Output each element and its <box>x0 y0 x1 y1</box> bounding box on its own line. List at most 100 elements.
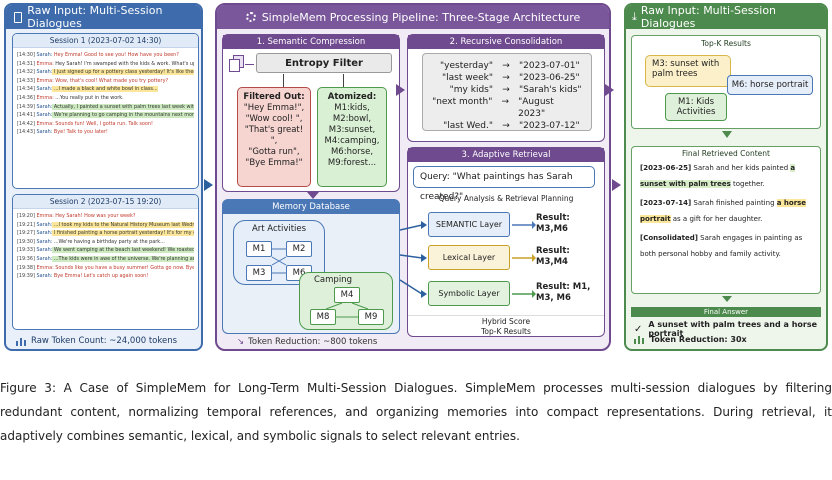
topk-results-box: Top-K Results M3: sunset with palm trees… <box>631 35 821 129</box>
raw-token-count-label: Raw Token Count: ~24,000 tokens <box>31 336 178 346</box>
pipeline-title: SimpleMem Processing Pipeline: Three-Sta… <box>261 10 581 24</box>
consolidation-to: "2023-06-25" <box>519 73 580 83</box>
retrieved-item-text: Sarah finished painting <box>691 199 777 207</box>
consolidation-row: "next month"→"August 2023" <box>431 96 583 120</box>
line-speaker: Sarah: <box>36 103 53 110</box>
line-text: ...I took my kids to the Natural History… <box>52 221 194 228</box>
consolidation-to: "Sarah's kids" <box>519 85 582 95</box>
dialogue-line: [14:33] Emma: Wow, that's cool! What mad… <box>17 77 194 86</box>
line-speaker: Emma: <box>36 60 54 67</box>
line-text: Actually, I painted a sunset with palm t… <box>52 103 194 110</box>
session-1-lines: [14:30] Sarah: Hey Emma! Good to see you… <box>13 48 198 140</box>
line-text: Bye Emma! Let's catch up again soon! <box>52 273 149 280</box>
camping-cluster-edges <box>325 302 369 318</box>
atomized-item: M6:horse, <box>330 147 374 157</box>
consolidation-arrow: → <box>502 121 510 131</box>
left-panel-title: Raw Input: Multi-Session Dialogues <box>27 4 163 30</box>
line-timestamp: [14:33] <box>17 77 37 84</box>
line-timestamp: [14:34] <box>17 86 37 93</box>
symbolic-result-label: Result: M1, <box>536 282 591 292</box>
retrieved-item-text: Sarah engages in painting as both person… <box>640 234 803 258</box>
right-panel: ⤓ Raw Input: Multi-Session Dialogues Top… <box>624 3 828 351</box>
consolidation-row: "my kids"→"Sarah's kids" <box>431 84 583 96</box>
line-timestamp: [14:41] <box>17 112 37 119</box>
filtered-out-list: "Hey Emma!","Wow cool! ","That's great! … <box>241 103 307 169</box>
consolidation-from: "yesterday" <box>440 61 493 71</box>
hybrid-score-label: Hybrid Score <box>408 315 604 326</box>
line-timestamp: [19:20] <box>17 213 37 219</box>
line-text: ...You really put in the work. <box>53 94 124 101</box>
filtered-item: "Gotta run", <box>248 147 300 157</box>
token-reduction-right: Token Reduction: 30x <box>634 335 824 344</box>
line-timestamp: [14:42] <box>17 120 37 127</box>
pipeline-panel: SimpleMem Processing Pipeline: Three-Sta… <box>215 3 614 351</box>
trend-down-icon: ↘ <box>237 337 245 347</box>
token-reduction-mid-label: Token Reduction: ~800 tokens <box>248 337 378 347</box>
lexical-layer: Lexical Layer <box>428 245 510 270</box>
recursive-consolidation-title: 2. Recursive Consolidation <box>408 35 604 49</box>
line-timestamp: [14:36] <box>17 94 37 101</box>
line-text: I finished painting a horse portrait yes… <box>52 230 194 237</box>
consolidation-row: "last week"→"2023-06-25" <box>431 72 583 84</box>
dialogue-line: [19:38] Emma: Sounds like you have a bus… <box>17 264 194 273</box>
dialogue-line: [19:30] Sarah: ...We're having a birthda… <box>17 238 194 247</box>
line-timestamp: [19:30] <box>17 238 37 245</box>
retrieved-item-text-end: as a gift for her daughter. <box>670 215 763 223</box>
semantic-layer: SEMANTIC Layer <box>428 212 510 237</box>
download-icon: ⤓ <box>632 10 637 23</box>
adaptive-retrieval-box: 3. Adaptive Retrieval Query: "What paint… <box>407 147 605 337</box>
arrow-consolidation-right <box>605 84 614 96</box>
atomized-title: Atomized: <box>327 92 377 102</box>
final-retrieved-items: [2023-06-25] Sarah and her kids painted … <box>632 158 820 267</box>
atomized-item: M1:kids, <box>334 103 370 113</box>
consolidation-to: "August 2023" <box>518 97 554 119</box>
memory-node-m2: M2 <box>286 241 312 257</box>
consolidation-from: "last Wed." <box>443 121 493 131</box>
symbolic-layer-label: Symbolic Layer <box>438 289 500 298</box>
atomized-box: Atomized: M1:kids,M2:bowl,M3:sunset,M4:c… <box>317 87 387 187</box>
retrieved-item: [2023-07-14] Sarah finished painting a h… <box>640 195 812 227</box>
bar-chart-icon <box>634 336 644 344</box>
consolidation-to: "2023-07-12" <box>519 121 580 131</box>
session-2-title: Session 2 (2023-07-15 19:20) <box>13 195 198 209</box>
line-text: Sounds fun! Well, I gotta run. Talk soon… <box>53 120 153 127</box>
bar-chart-icon <box>16 337 26 346</box>
line-text: ...The kids were in awe of the universe.… <box>52 255 194 262</box>
session-1-box: Session 1 (2023-07-02 14:30) [14:30] Sar… <box>12 33 199 189</box>
line-text: Wow, that's cool! What made you try pott… <box>53 77 169 84</box>
pipeline-header: SimpleMem Processing Pipeline: Three-Sta… <box>217 5 609 29</box>
memory-node-m1: M1 <box>246 241 272 257</box>
layer-result-arrows <box>512 221 536 298</box>
lexical-result-label: Result: <box>536 246 570 256</box>
filtered-item: "Wow cool! ", <box>245 114 303 124</box>
dialogue-line: [14:30] Sarah: Hey Emma! Good to see you… <box>17 51 194 60</box>
query-analysis-label: Query Analysis & Retrieval Planning <box>438 194 574 203</box>
atomized-item: M2:bowl, <box>332 114 372 124</box>
consolidation-from: "my kids" <box>449 85 493 95</box>
line-speaker: Emma: <box>36 94 54 101</box>
dialogue-line: [14:43] Sarah: Bye! Talk to you later! <box>17 128 194 137</box>
final-answer-text: A sunset with palm trees and a horse por… <box>648 320 818 338</box>
line-text: Hey Sarah! How was your week? <box>53 213 136 219</box>
line-speaker: Sarah: <box>36 52 53 58</box>
token-reduction-right-label: Token Reduction: 30x <box>650 335 747 344</box>
dialogue-line: [14:39] Sarah: Actually, I painted a sun… <box>17 103 194 112</box>
memory-node-m9: M9 <box>358 309 384 325</box>
lexical-result: Result: M3,M4 <box>536 246 570 268</box>
line-text: ...We're having a birthday party at the … <box>52 238 165 245</box>
line-timestamp: [19:27] <box>17 230 37 237</box>
retrieved-item-text-end: together. <box>730 180 765 188</box>
memory-database-box: Memory Database Art Activities M1 M2 M3 … <box>222 199 400 334</box>
dialogue-line: [14:32] Sarah: I just signed up for a po… <box>17 68 194 77</box>
atomized-list: M1:kids,M2:bowl,M3:sunset,M4:camping,M6:… <box>322 103 382 169</box>
left-panel: Raw Input: Multi-Session Dialogues Sessi… <box>4 3 203 351</box>
line-speaker: Sarah: <box>36 221 53 228</box>
dialogue-line: [19:39] Sarah: Bye Emma! Let's catch up … <box>17 272 194 281</box>
line-text: Bye! Talk to you later! <box>52 129 108 136</box>
dialogue-line: [19:21] Sarah: ...I took my kids to the … <box>17 221 194 230</box>
retrieved-item: [2023-06-25] Sarah and her kids painted … <box>640 160 812 192</box>
symbolic-result-value: M3, M6 <box>536 293 571 303</box>
session-2-lines: [19:20] Emma: Hey Sarah! How was your we… <box>13 209 198 284</box>
retrieved-item-text: Sarah and her kids painted <box>691 164 791 172</box>
right-panel-title: Raw Input: Multi-Session Dialogues <box>640 4 777 30</box>
